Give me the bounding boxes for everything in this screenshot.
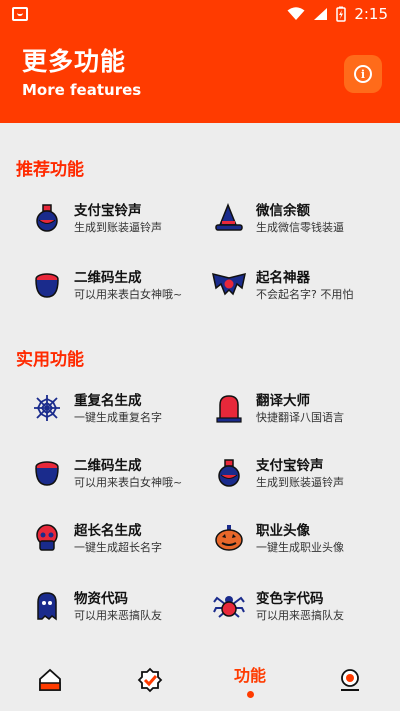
feature-name: 物资代码 (74, 590, 128, 607)
feature-desc: 不会起名字? 不用怕 (256, 287, 354, 301)
nav-features-label: 功能 (233, 666, 266, 685)
feature-name: 支付宝铃声 (256, 457, 324, 474)
feature-item-translator[interactable]: 翻译大师快捷翻译八国语言 (198, 383, 378, 433)
pumpkin-icon (212, 521, 246, 555)
nav-features[interactable]: 功能 (200, 649, 300, 711)
feature-name: 变色字代码 (256, 590, 324, 607)
feature-desc: 可以用来表白女神哦~ (74, 475, 183, 489)
page-header: 更多功能 More features i (0, 28, 400, 123)
home-icon (39, 668, 61, 691)
features-content: 推荐功能 支付宝铃声生成到账装逼铃声 微信余额生成微信零钱装逼 二维码生成可以用… (0, 123, 400, 649)
info-button[interactable]: i (344, 55, 382, 93)
cauldron-icon (30, 268, 64, 302)
info-icon: i (354, 65, 372, 83)
feature-name: 微信余额 (256, 202, 310, 219)
feature-name: 重复名生成 (74, 392, 142, 409)
feature-name: 二维码生成 (74, 457, 142, 474)
skull-icon (30, 521, 64, 555)
feature-item-name-generator[interactable]: 起名神器不会起名字? 不用怕 (198, 260, 378, 310)
feature-desc: 生成到账装逼铃声 (256, 475, 344, 489)
potion-icon (212, 456, 246, 490)
bat-icon (212, 268, 246, 302)
wifi-icon (287, 7, 305, 20)
active-indicator-dot (246, 691, 254, 698)
spider-web-icon (30, 391, 64, 425)
potion-icon (30, 201, 64, 235)
feature-desc: 一键生成重复名字 (74, 410, 162, 424)
wizard-hat-icon (212, 201, 246, 235)
notification-app-icon (12, 7, 28, 21)
status-bar: 2:15 (0, 0, 400, 28)
feature-desc: 生成到账装逼铃声 (74, 220, 162, 234)
page-subtitle: More features (22, 81, 142, 99)
feature-desc: 快捷翻译八国语言 (256, 410, 344, 424)
battery-charging-icon (336, 6, 347, 22)
feature-item-qrcode-2[interactable]: 二维码生成可以用来表白女神哦~ (16, 448, 196, 498)
feature-desc: 可以用来恶搞队友 (256, 608, 344, 622)
nav-tools[interactable] (100, 649, 200, 711)
feature-desc: 可以用来恶搞队友 (74, 608, 162, 622)
feature-item-alipay-ringtone[interactable]: 支付宝铃声生成到账装逼铃声 (16, 193, 196, 243)
feature-item-duplicate-name[interactable]: 重复名生成一键生成重复名字 (16, 383, 196, 433)
feature-item-career-avatar[interactable]: 职业头像一键生成职业头像 (198, 513, 378, 563)
badge-check-icon (137, 667, 163, 693)
feature-desc: 一键生成超长名字 (74, 540, 162, 554)
nav-home[interactable] (0, 649, 100, 711)
spider-icon (212, 589, 246, 623)
feature-name: 起名神器 (256, 269, 310, 286)
feature-name: 超长名生成 (74, 522, 142, 539)
gravestone-icon (212, 391, 246, 425)
feature-item-wechat-balance[interactable]: 微信余额生成微信零钱装逼 (198, 193, 378, 243)
feature-name: 支付宝铃声 (74, 202, 142, 219)
section-title-practical: 实用功能 (16, 350, 84, 370)
feature-item-alipay-ringtone-2[interactable]: 支付宝铃声生成到账装逼铃声 (198, 448, 378, 498)
cauldron-icon (30, 456, 64, 490)
feature-name: 二维码生成 (74, 269, 142, 286)
feature-desc: 生成微信零钱装逼 (256, 220, 344, 234)
page-title: 更多功能 (22, 47, 127, 76)
nav-profile[interactable] (300, 649, 400, 711)
feature-item-supply-code[interactable]: 物资代码可以用来恶搞队友 (16, 581, 196, 631)
feature-item-color-text-code[interactable]: 变色字代码可以用来恶搞队友 (198, 581, 378, 631)
section-title-recommended: 推荐功能 (16, 160, 84, 180)
feature-desc: 可以用来表白女神哦~ (74, 287, 183, 301)
feature-name: 翻译大师 (256, 392, 310, 409)
feature-item-qrcode[interactable]: 二维码生成可以用来表白女神哦~ (16, 260, 196, 310)
feature-item-long-name[interactable]: 超长名生成一键生成超长名字 (16, 513, 196, 563)
profile-icon (341, 669, 359, 691)
feature-name: 职业头像 (256, 522, 310, 539)
feature-desc: 一键生成职业头像 (256, 540, 344, 554)
signal-icon (314, 8, 328, 20)
bottom-navigation: 功能 (0, 649, 400, 711)
status-time: 2:15 (354, 5, 388, 23)
ghost-icon (30, 589, 64, 623)
